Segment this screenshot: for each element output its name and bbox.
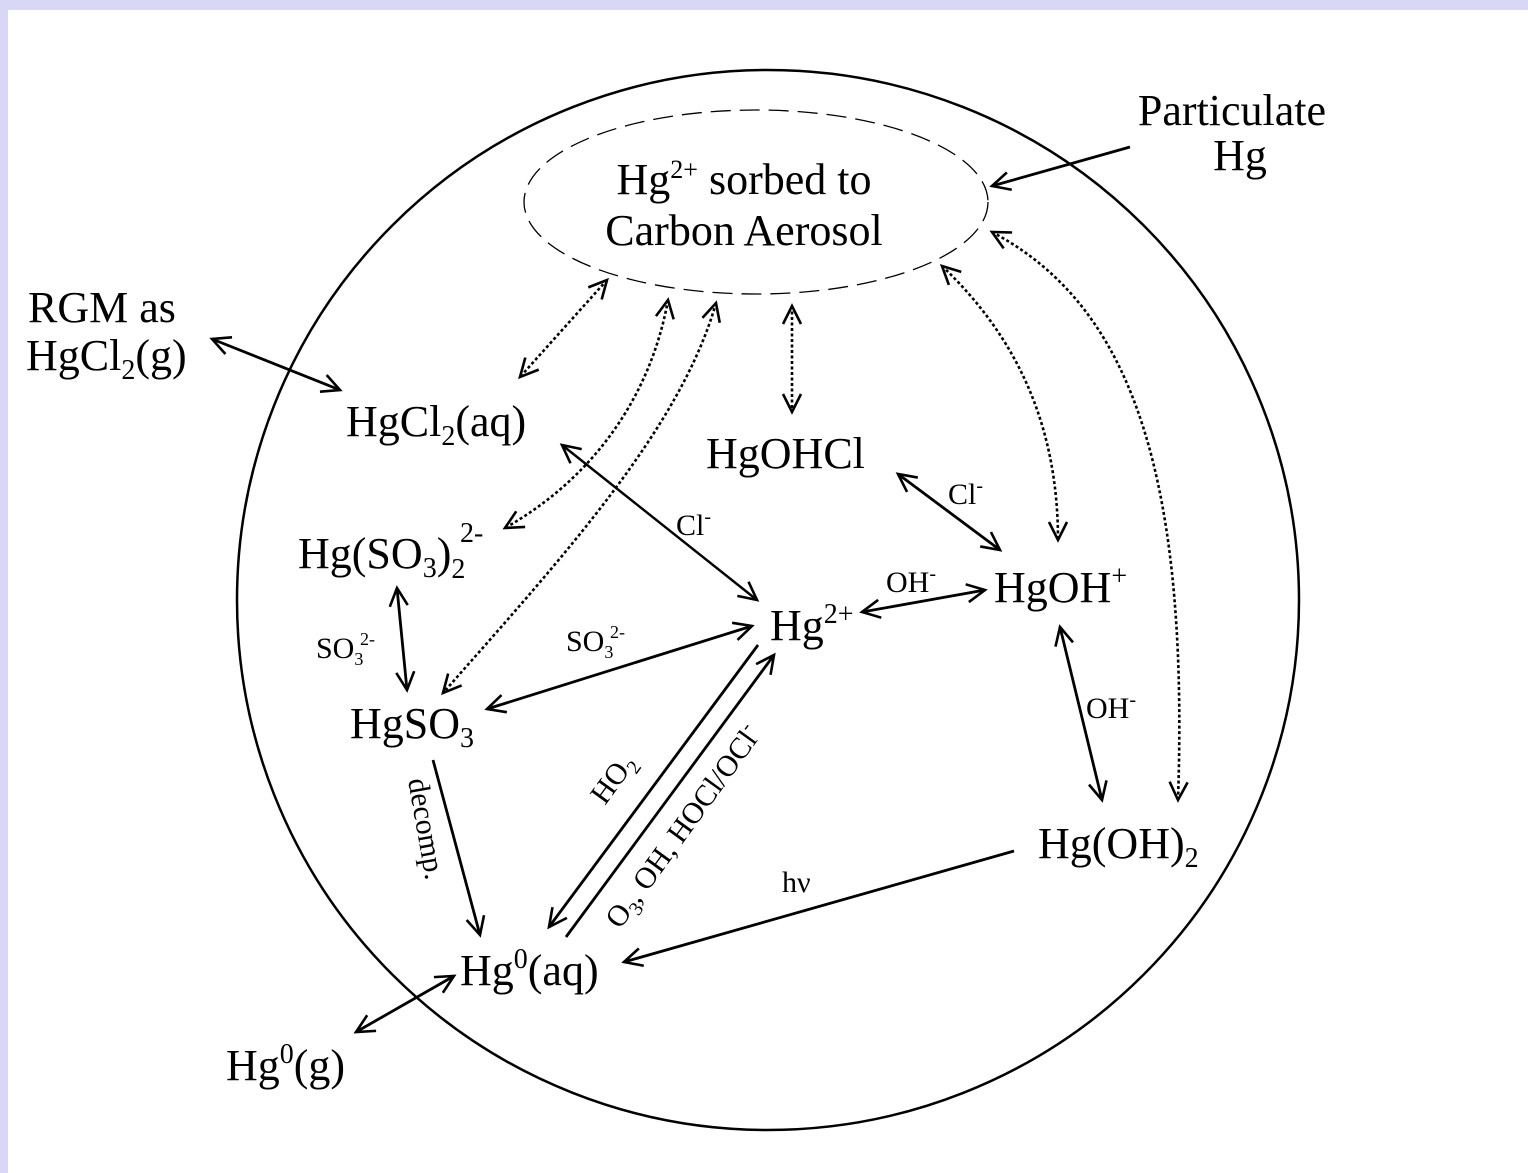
label-so3-left: SO32-: [316, 629, 375, 669]
arrow-hgso32-hgso3: [388, 585, 416, 693]
hg0g-label: Hg0(g): [226, 1039, 345, 1090]
species-hgso32: Hg(SO3)22-: [298, 518, 483, 585]
arrow-hg0g-hg0aq: [353, 974, 457, 1034]
dotted-sorbed-hgso32: [502, 297, 675, 530]
arrow-particulate-to-sorbed: [989, 145, 1131, 192]
arrow-hg0aq-hg2plus: [564, 652, 776, 938]
diagram-panel: Hg2+ sorbed to Carbon Aerosol Particulat…: [8, 10, 1528, 1173]
arrow-hgso3-hg0aq: [431, 759, 486, 938]
mercury-chemistry-diagram: Hg2+ sorbed to Carbon Aerosol Particulat…: [26, 68, 1326, 1132]
label-decomp: decomp.: [401, 775, 451, 882]
arrow-rgm-hgcl2aq: [209, 336, 343, 393]
label-oh-top: OH-: [886, 563, 936, 599]
label-cl-left: Cl-: [676, 506, 711, 542]
species-hgoh2: Hg(OH)2: [1038, 819, 1199, 874]
particulate-line1: Particulate: [1138, 86, 1326, 135]
species-hg0aq: Hg0(aq): [460, 944, 599, 995]
dotted-sorbed-hgso3: [441, 300, 722, 696]
dotted-sorbed-hgoh2: [989, 230, 1189, 803]
species-hgso3: HgSO3: [350, 699, 474, 754]
arrow-hgoh2-hg0aq: [621, 849, 1015, 968]
sorbed-ellipse: [523, 109, 989, 295]
label-so3-mid: SO32-: [566, 622, 625, 662]
label-oh-right: OH-: [1086, 689, 1136, 725]
label-cl-right: Cl-: [948, 475, 983, 511]
dotted-arrows: [441, 230, 1189, 803]
label-hv: hν: [782, 866, 811, 899]
species-hgohplus: HgOH+: [994, 561, 1127, 612]
sorbed-line1: Hg2+ sorbed to: [617, 155, 872, 204]
species-hgcl2aq: HgCl2(aq): [346, 397, 526, 452]
solid-arrows: [209, 145, 1131, 1034]
arrow-hg2plus-hgohplus: [859, 583, 988, 619]
rgm-line1: RGM as: [28, 283, 176, 332]
particulate-line2: Hg: [1213, 131, 1267, 180]
label-ho2: HO2: [584, 748, 646, 813]
sorbed-line2: Carbon Aerosol: [605, 206, 882, 255]
species-hg2plus: Hg2+: [770, 599, 854, 650]
droplet-circle: [235, 68, 1301, 1132]
dotted-sorbed-hgcl2aq: [518, 277, 609, 380]
rgm-line2: HgCl2(g): [26, 331, 187, 386]
arrow-hg2plus-hg0aq: [547, 644, 760, 930]
species-hgohcl: HgOHCl: [706, 429, 865, 478]
